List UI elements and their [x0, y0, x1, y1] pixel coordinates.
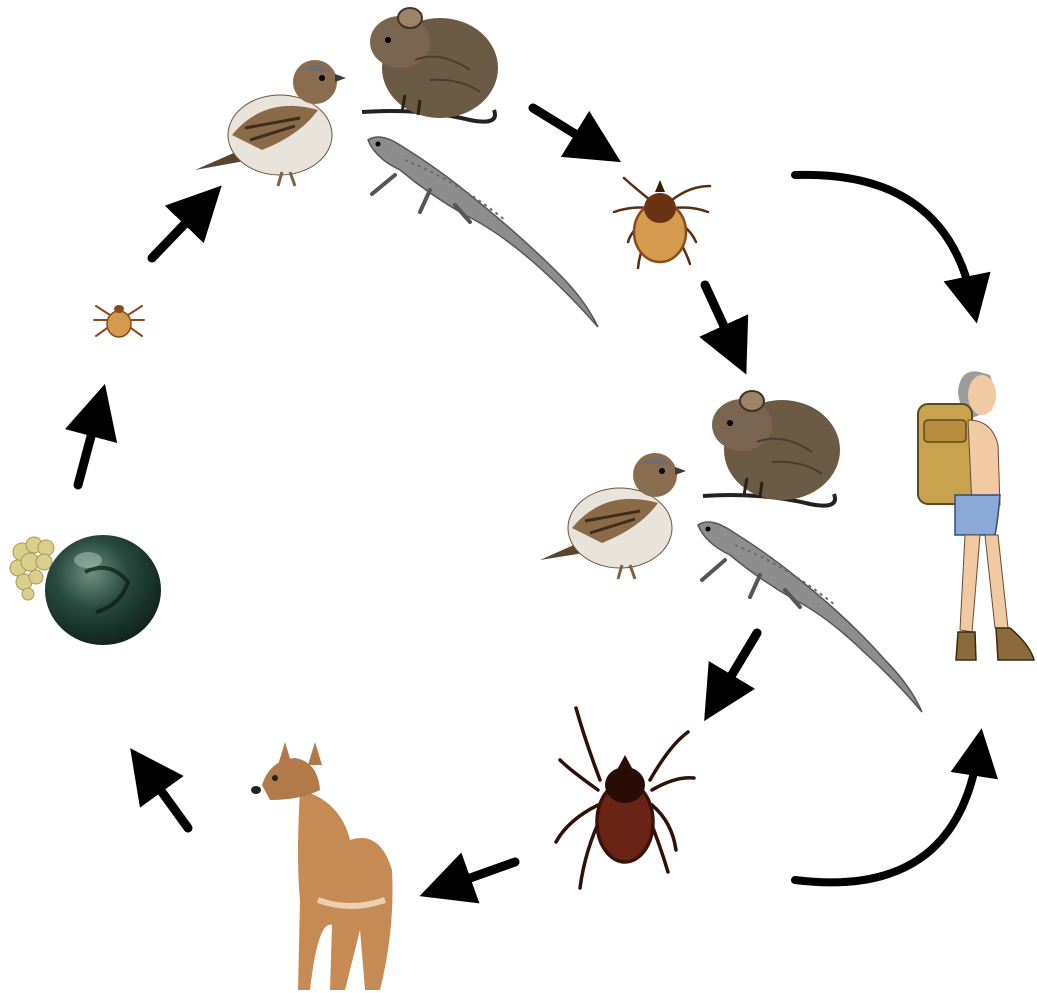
lizard-icon	[368, 137, 598, 327]
arrow-egg-to-larva	[78, 410, 98, 485]
backpack	[918, 404, 972, 504]
cycle-arrows	[78, 108, 978, 887]
arrow-deer-to-egg	[146, 770, 188, 828]
tick-egg-mass-icon	[10, 535, 161, 645]
sparrow-icon	[540, 453, 686, 579]
arrow-hosts-to-adult	[718, 633, 757, 698]
arrow-nymph-to-human	[795, 175, 972, 300]
sparrow-icon	[195, 60, 346, 186]
adult-tick-icon	[556, 708, 694, 888]
mouse-icon	[362, 8, 498, 122]
larval-tick-icon	[94, 305, 144, 337]
arrow-rodent-to-nymph	[533, 108, 598, 148]
arrow-adult-to-deer	[445, 862, 515, 887]
mouse-icon	[703, 391, 840, 506]
arrow-adult-to-human	[795, 752, 978, 882]
deer-icon	[251, 742, 393, 990]
engorged-female-tick	[45, 535, 161, 645]
hiker-icon	[918, 371, 1034, 660]
arrow-larva-to-hosts	[152, 205, 203, 258]
arrow-nymph-to-hosts	[705, 285, 735, 350]
nymph-tick-icon	[614, 178, 710, 268]
